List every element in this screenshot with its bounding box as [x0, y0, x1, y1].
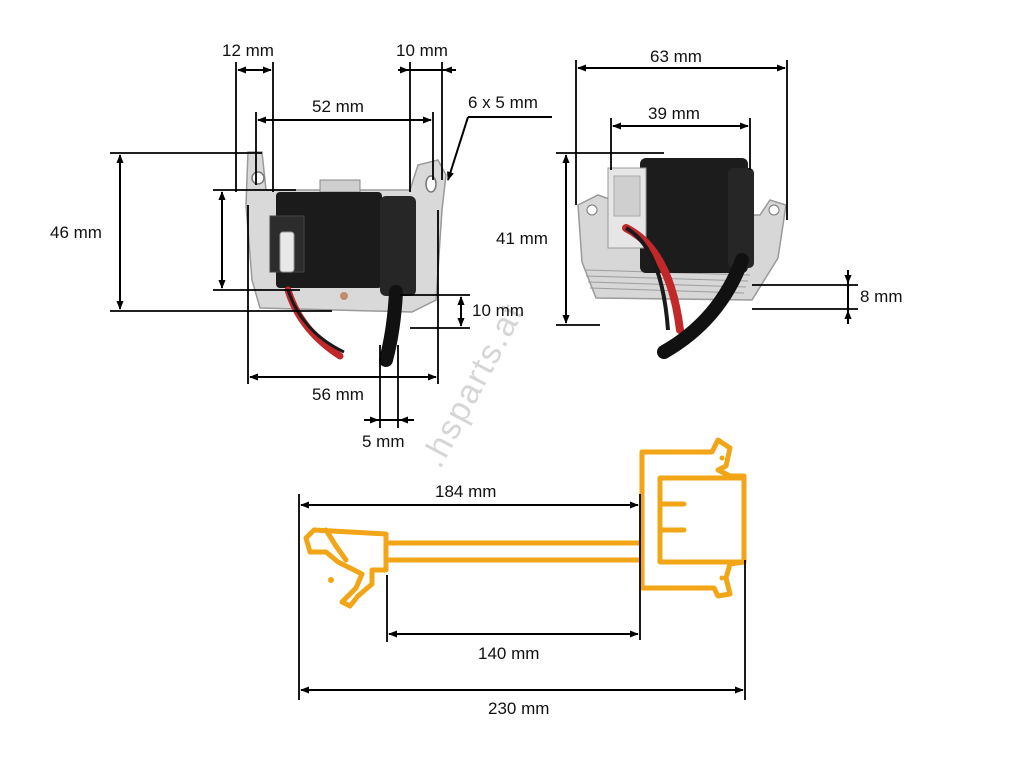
dim-height: 46 mm [50, 223, 102, 242]
dim-hole-spacing: 52 mm [312, 97, 364, 116]
dim-holes: 6 x 5 mm [468, 93, 538, 112]
front-view: 12 mm 10 mm 52 mm 6 x 5 mm 46 mm 10 mm [50, 41, 552, 451]
side-coil-illustration [577, 158, 787, 359]
spark-cap-outline [303, 527, 389, 609]
dim-total-length: 230 mm [488, 699, 549, 718]
dim-side-width: 63 mm [650, 47, 702, 66]
dim-side-plate: 8 mm [860, 287, 903, 306]
dim-cable: 5 mm [362, 432, 405, 451]
dim-bottom-offset: 10 mm [472, 301, 524, 320]
dim-side-body-width: 39 mm [648, 104, 700, 123]
dim-left-lug: 12 mm [222, 41, 274, 60]
schematic-view: 184 mm 140 mm 230 mm [298, 437, 747, 718]
dim-side-height: 41 mm [496, 229, 548, 248]
watermark-text: .hsparts.at [414, 296, 532, 473]
dim-width: 56 mm [312, 385, 364, 404]
dim-cable-length: 184 mm [435, 482, 496, 501]
connector-outline [639, 437, 747, 599]
side-view: 63 mm 39 mm 41 mm 8 mm [496, 47, 903, 359]
front-coil-illustration [245, 151, 447, 367]
dim-lead-length: 140 mm [478, 644, 539, 663]
dim-right-lug: 10 mm [396, 41, 448, 60]
